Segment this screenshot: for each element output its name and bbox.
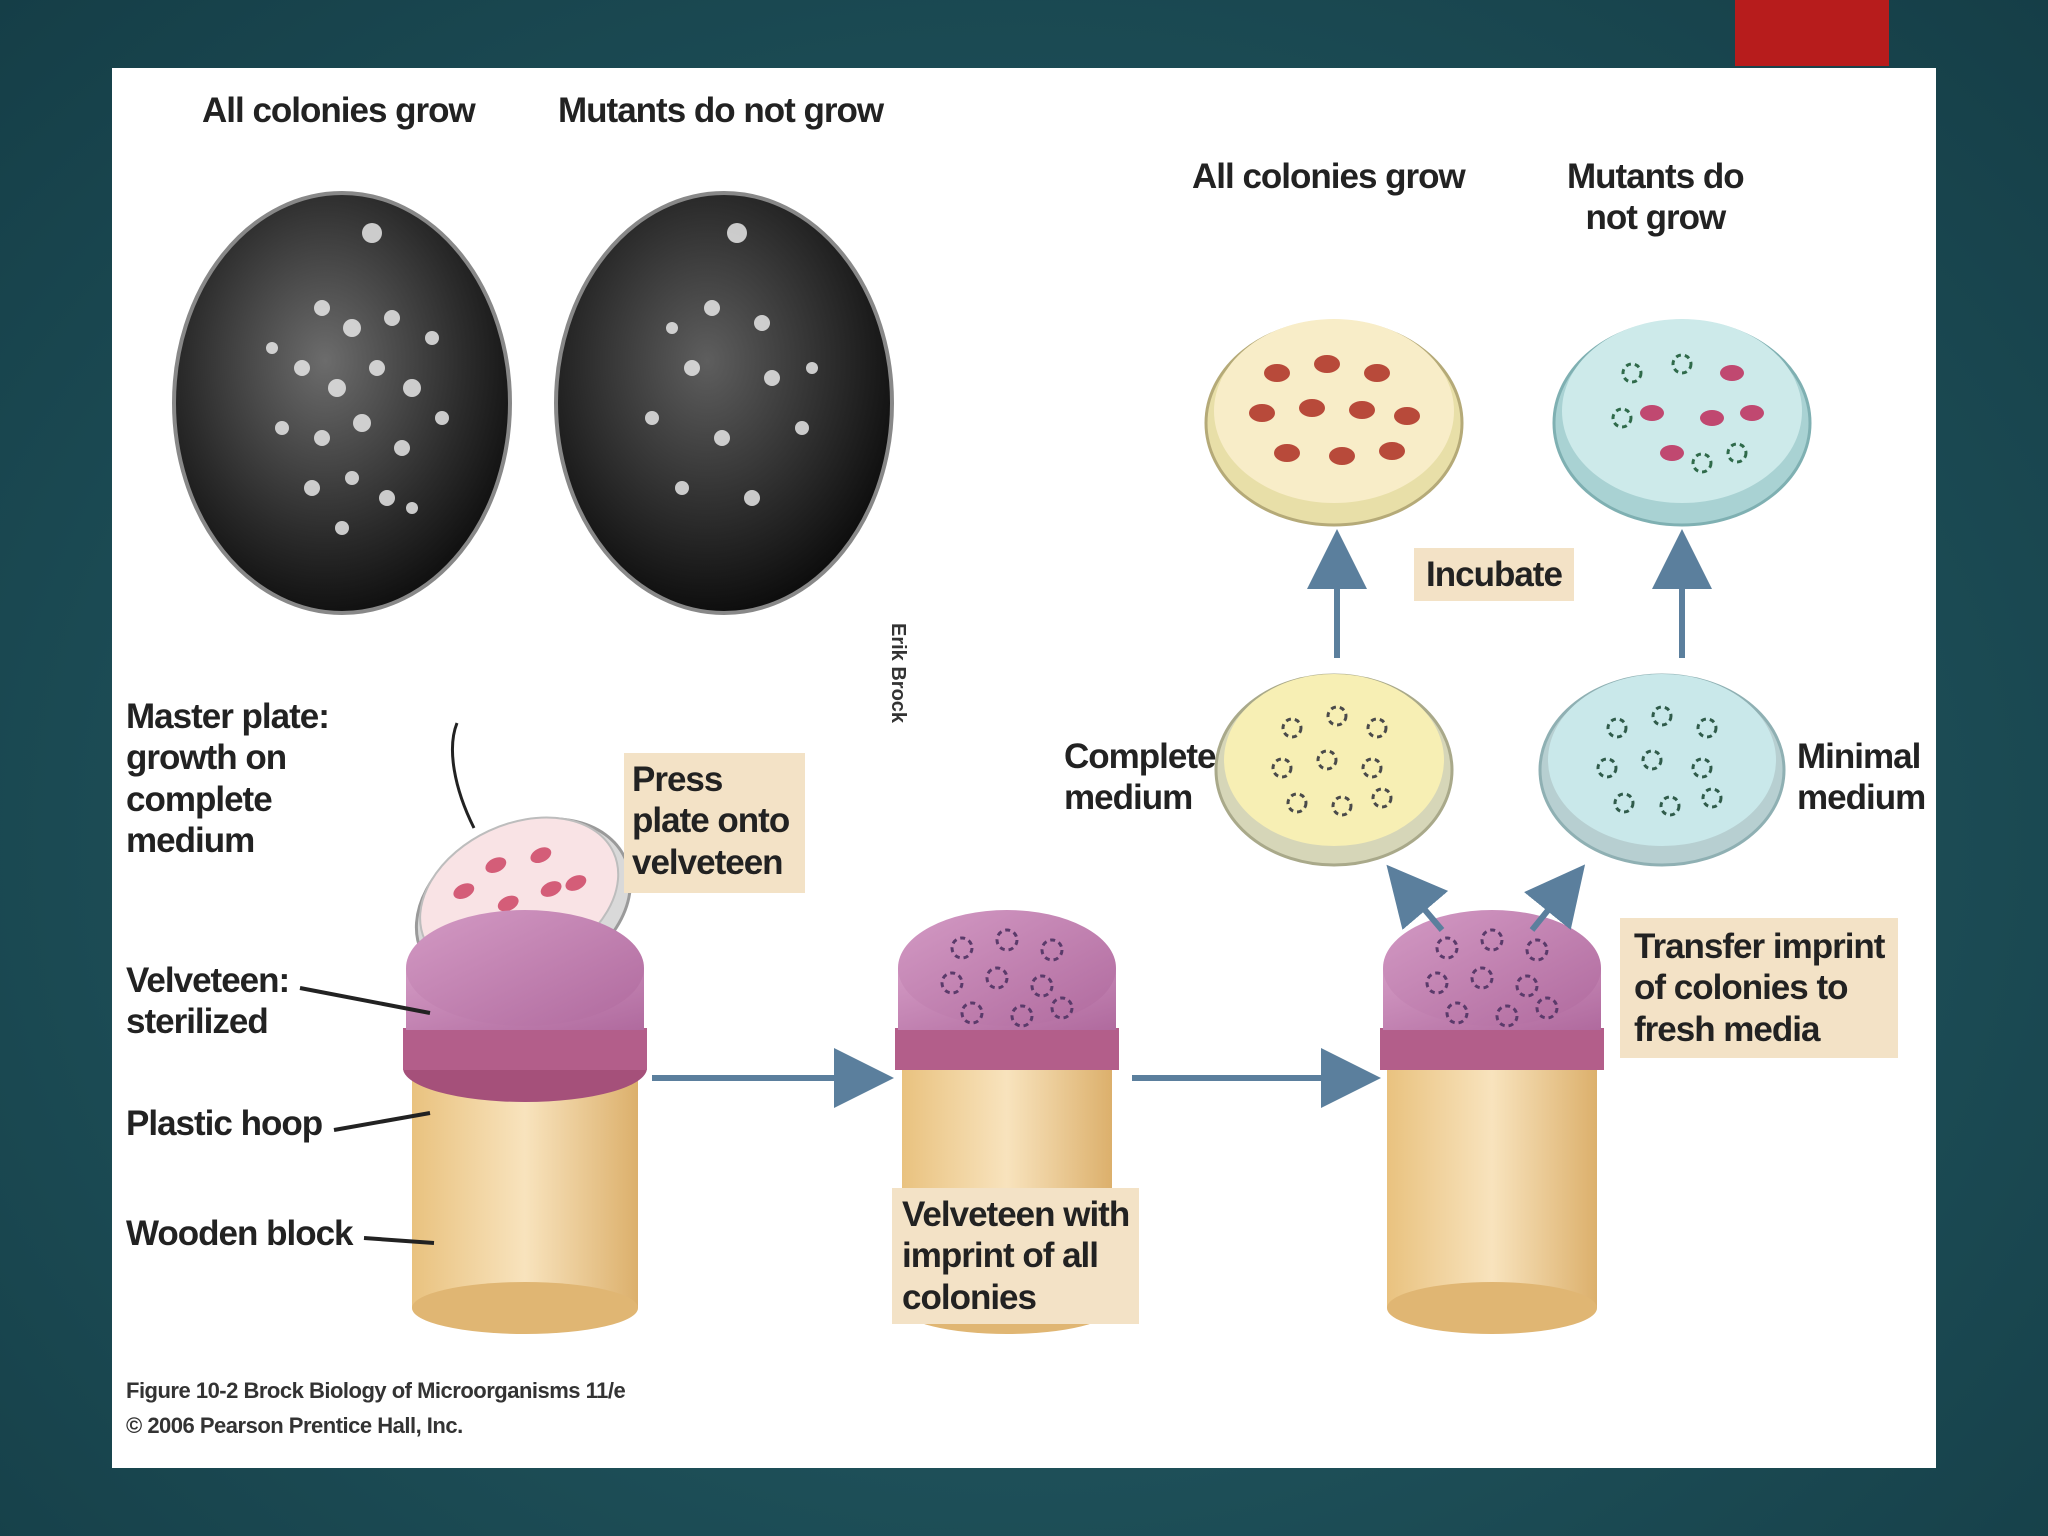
incubate-label: Incubate [1426, 555, 1563, 594]
slide-accent-bar [1735, 0, 1889, 66]
press-box: Press plate onto velveteen [624, 753, 806, 893]
press-label: Press plate onto velveteen [632, 760, 790, 882]
photo-label-mutants: Mutants do not grow [558, 91, 884, 130]
minimal-medium-label: Minimal medium [1797, 737, 1926, 818]
photo-label-all-colonies: All colonies grow [202, 91, 476, 130]
photo-plate-all-colonies [172, 191, 512, 615]
leader-wooden-block [363, 1236, 435, 1245]
result-plate-complete [1204, 319, 1464, 527]
complete-medium-label: Complete medium [1064, 737, 1216, 818]
complete-medium-plate [1214, 673, 1454, 867]
result-plate-minimal [1552, 319, 1812, 527]
minimal-medium-plate [1538, 673, 1786, 867]
photo-plate-mutants [554, 191, 894, 615]
wooden-block-label: Wooden block [126, 1214, 354, 1253]
result-label-mutants: Mutants do not grow [1567, 157, 1745, 238]
caption-line-1: Figure 10-2 Brock Biology of Microorgani… [126, 1378, 626, 1403]
figure-panel: All colonies grow Mutants do not grow Er… [112, 68, 1936, 1468]
velveteen-imprint-box: Velveteen with imprint of all colonies [892, 1188, 1140, 1324]
photo-credit: Erik Brock [887, 623, 909, 724]
transfer-box: Transfer imprint of colonies to fresh me… [1620, 918, 1899, 1058]
leader-velveteen [299, 986, 431, 1015]
velveteen-block-1 [403, 910, 647, 1334]
transfer-label: Transfer imprint of colonies to fresh me… [1634, 927, 1885, 1049]
result-label-all-colonies: All colonies grow [1192, 157, 1466, 196]
figure-caption: Figure 10-2 Brock Biology of Microorgani… [126, 1373, 626, 1443]
plastic-hoop-label: Plastic hoop [126, 1104, 323, 1143]
incubate-box: Incubate [1414, 548, 1574, 602]
velveteen-imprint-label: Velveteen with imprint of all colonies [902, 1195, 1130, 1317]
velveteen-label: Velveteen: sterilized [126, 961, 290, 1042]
caption-line-2: © 2006 Pearson Prentice Hall, Inc. [126, 1413, 463, 1439]
velveteen-block-3 [1380, 910, 1604, 1334]
arrow-to-complete-medium [1386, 864, 1449, 932]
leader-master-plate [451, 722, 476, 829]
arrow-to-minimal-medium [1524, 864, 1586, 932]
leader-plastic-hoop [333, 1111, 431, 1132]
master-plate-label: Master plate: growth on complete medium [126, 697, 330, 860]
